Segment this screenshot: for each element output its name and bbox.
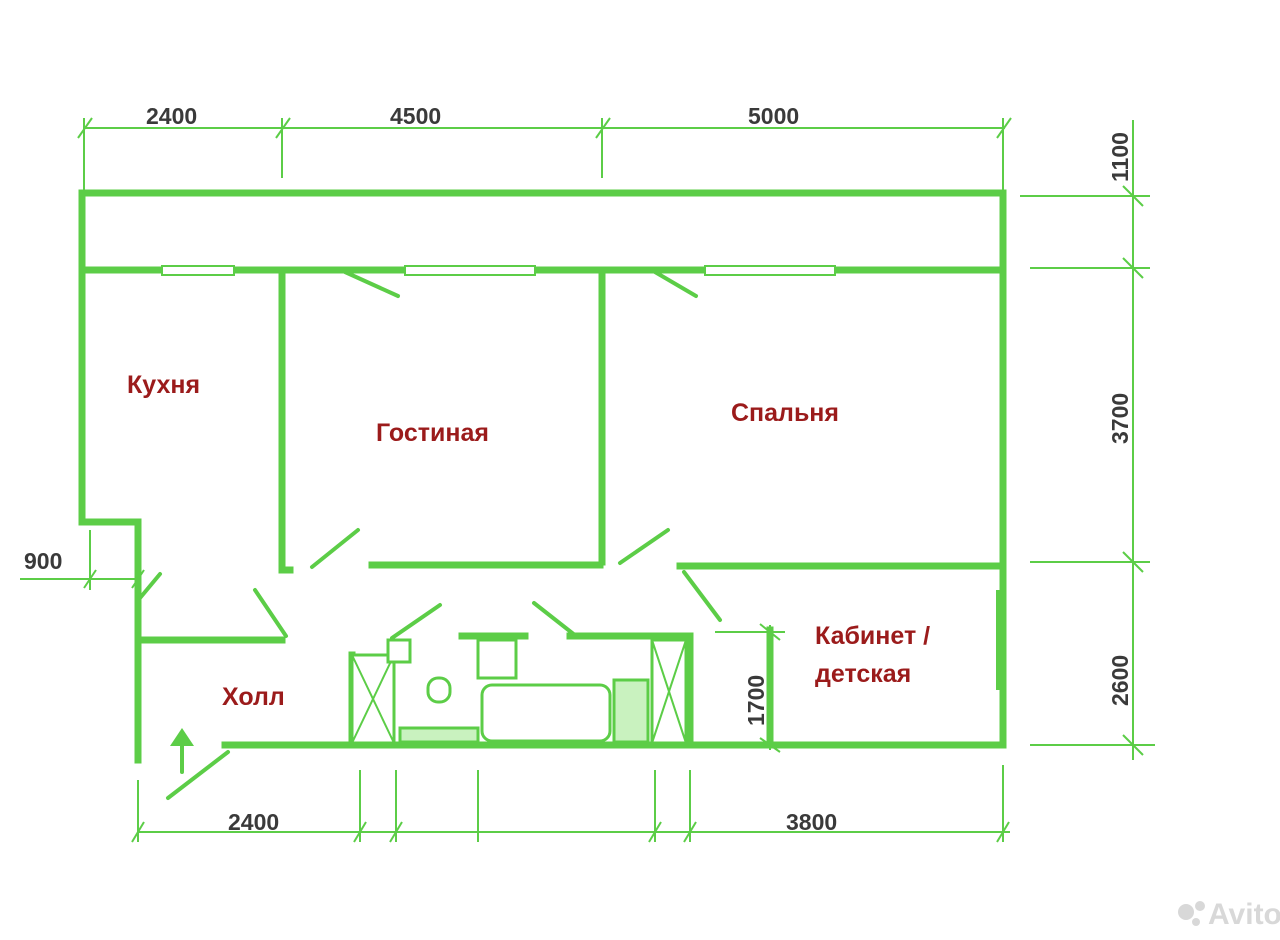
tick-2 xyxy=(275,117,291,139)
tick-7 xyxy=(1122,551,1144,573)
shaft-left-cross-b xyxy=(351,654,395,744)
room-label-hall: Холл xyxy=(222,683,285,711)
balcony-wall xyxy=(84,265,1004,276)
door-entrance xyxy=(166,750,230,800)
door-bedroom-balcony xyxy=(653,270,698,298)
tick-10 xyxy=(131,569,145,589)
dim-label-inner: 1700 xyxy=(743,675,769,726)
shaft-right-cross-b xyxy=(651,639,687,744)
room-label-kitchen: Кухня xyxy=(127,371,200,399)
door-study xyxy=(682,570,722,622)
tick-17 xyxy=(683,821,697,843)
tick-3 xyxy=(595,117,611,139)
dimension-lines xyxy=(20,117,1155,843)
room-label-bedroom: Спальня xyxy=(731,399,839,427)
washing-machine xyxy=(612,678,650,744)
entrance-arrow-icon xyxy=(170,728,194,774)
dim-label-top-3: 5000 xyxy=(748,103,799,129)
window-living xyxy=(404,265,536,276)
door-living xyxy=(310,528,360,569)
door-toilet xyxy=(390,603,442,640)
dim-label-top-2: 4500 xyxy=(390,103,441,129)
toilet-base xyxy=(398,726,480,744)
tick-9 xyxy=(83,569,97,589)
watermark-logo: Avito xyxy=(1178,898,1280,931)
watermark-dot-2 xyxy=(1195,901,1205,911)
bath-sink xyxy=(476,638,518,680)
tick-18 xyxy=(996,821,1010,843)
door-living-balcony xyxy=(343,270,400,298)
entrance-arrow-head xyxy=(170,728,194,746)
door-bath xyxy=(532,601,578,638)
door-kitchen-small xyxy=(138,572,162,600)
watermark-text: Avito xyxy=(1208,898,1280,931)
tick-16 xyxy=(648,821,662,843)
room-label-living: Гостиная xyxy=(376,419,489,447)
dim-label-left: 900 xyxy=(24,548,62,574)
toilet-sink xyxy=(386,638,412,664)
tick-11 xyxy=(759,737,781,753)
dim-label-top-1: 2400 xyxy=(146,103,197,129)
door-kitchen xyxy=(253,588,288,638)
tick-4 xyxy=(996,117,1012,139)
room-label-study-line1: Кабинет / xyxy=(815,622,930,650)
door-bedroom xyxy=(618,528,670,565)
tick-14 xyxy=(353,821,367,843)
tick-8 xyxy=(1122,734,1144,756)
dim-label-bottom-1: 2400 xyxy=(228,809,279,835)
room-label-study-line2: детская xyxy=(815,660,911,688)
bathtub xyxy=(480,683,612,743)
toilet-icon xyxy=(426,676,452,704)
dim-label-bottom-2: 3800 xyxy=(786,809,837,835)
window-bedroom xyxy=(704,265,836,276)
dim-label-right-1: 1100 xyxy=(1107,132,1133,182)
bathroom-fixtures xyxy=(350,638,688,745)
doors xyxy=(138,270,722,800)
window-kitchen xyxy=(161,265,235,276)
tick-5 xyxy=(1122,185,1144,207)
tick-6 xyxy=(1122,257,1144,279)
watermark-dot-3 xyxy=(1192,918,1200,926)
tick-13 xyxy=(131,821,145,843)
dim-label-right-2: 3700 xyxy=(1107,393,1133,444)
tick-12 xyxy=(759,623,781,641)
tick-15 xyxy=(389,821,403,843)
tick-1 xyxy=(77,117,93,139)
dim-label-right-3: 2600 xyxy=(1107,655,1133,706)
watermark-dot-1 xyxy=(1178,904,1194,920)
